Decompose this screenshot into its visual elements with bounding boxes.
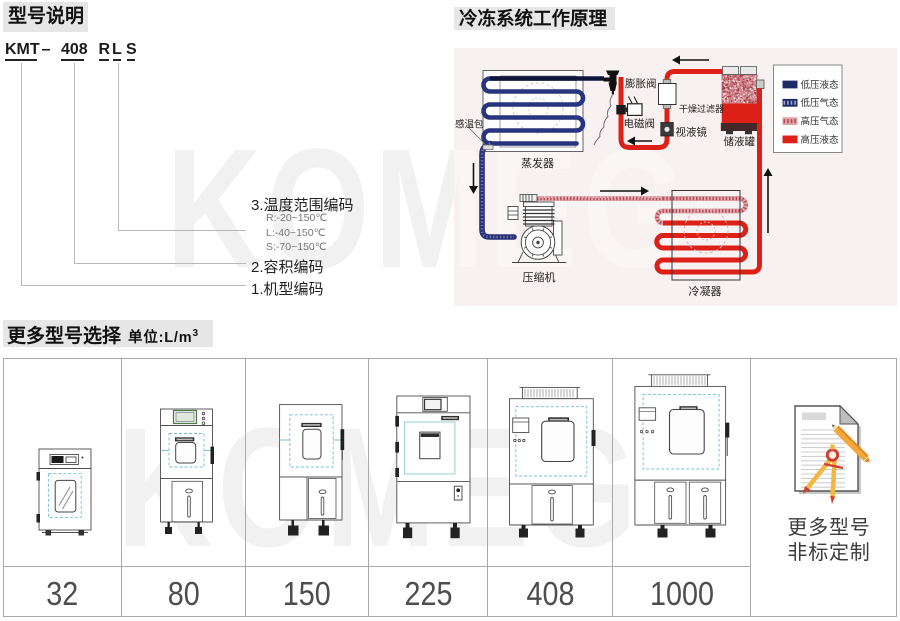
svg-text:电磁阀: 电磁阀: [624, 117, 656, 130]
svg-text:高压液态: 高压液态: [801, 134, 840, 146]
svg-text:膨胀阀: 膨胀阀: [625, 77, 657, 90]
svg-text:低压液态: 低压液态: [801, 79, 840, 91]
svg-text:干燥过滤器: 干燥过滤器: [679, 103, 724, 114]
svg-text:储液罐: 储液罐: [724, 135, 756, 148]
svg-text:高压气态: 高压气态: [801, 116, 840, 128]
svg-text:蒸发器: 蒸发器: [521, 156, 554, 170]
svg-text:冷凝器: 冷凝器: [689, 284, 722, 298]
svg-text:视液镜: 视液镜: [676, 126, 708, 139]
svg-text:感温包: 感温包: [455, 119, 484, 131]
svg-text:低压气态: 低压气态: [801, 97, 840, 109]
svg-text:压缩机: 压缩机: [523, 270, 556, 284]
